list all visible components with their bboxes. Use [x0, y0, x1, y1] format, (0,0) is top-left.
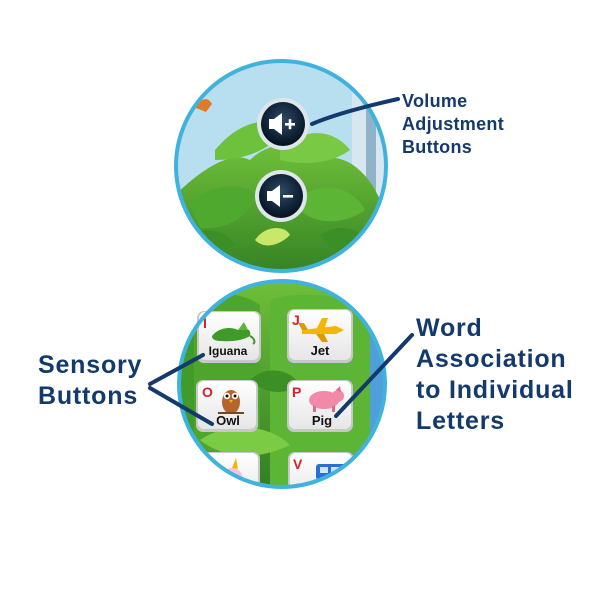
- letter-key-j[interactable]: J Jet: [287, 309, 353, 363]
- key-letter: I: [203, 315, 207, 331]
- keys-circle-border: [177, 279, 387, 489]
- speaker-plus-icon: [269, 113, 295, 135]
- volume-callout-label: Volume Adjustment Buttons: [402, 90, 504, 159]
- sensory-callout-line-upper: [148, 353, 205, 386]
- sensory-callout-line-2: Buttons: [38, 382, 139, 410]
- pig-icon: [309, 386, 344, 412]
- owl-icon: [218, 390, 244, 414]
- word-callout-line-4: Letters: [416, 407, 505, 435]
- volume-callout-line: [310, 97, 400, 126]
- word-callout-line-2: Association: [416, 345, 567, 373]
- speaker-minus-icon: [267, 185, 293, 207]
- letter-key-u[interactable]: U: [198, 452, 260, 504]
- word-callout-line-3: to Individual: [416, 376, 574, 404]
- volume-callout-line-3: Buttons: [402, 137, 473, 157]
- volume-up-button[interactable]: [257, 98, 309, 150]
- sensory-callout-line-1: Sensory: [38, 351, 143, 379]
- volume-callout-line-2: Adjustment: [402, 114, 504, 134]
- jet-plane-icon: [298, 318, 344, 342]
- key-letter: O: [202, 384, 213, 400]
- letter-key-i[interactable]: I Iguana: [197, 311, 261, 363]
- key-word: Jet: [311, 343, 330, 358]
- key-letter: P: [292, 384, 301, 400]
- sensory-callout-label: Sensory Buttons: [38, 350, 142, 412]
- key-letter: V: [293, 456, 303, 472]
- iguana-icon: [212, 322, 256, 345]
- volume-zoom-circle: [176, 61, 386, 271]
- volume-callout-line-1: Volume: [402, 91, 468, 111]
- volume-circle-border: [174, 59, 388, 273]
- volume-down-button[interactable]: [255, 170, 307, 222]
- key-word: Pig: [312, 413, 332, 428]
- letter-key-o[interactable]: O Owl: [196, 380, 258, 432]
- word-callout-line-1: Word: [416, 314, 483, 342]
- key-word: Iguana: [209, 344, 248, 358]
- word-association-callout-label: Word Association to Individual Letters: [416, 313, 574, 437]
- sensory-callout-line-lower: [148, 386, 214, 426]
- key-word: Owl: [216, 413, 240, 428]
- key-letter: J: [292, 312, 300, 328]
- word-association-callout-line: [334, 333, 414, 418]
